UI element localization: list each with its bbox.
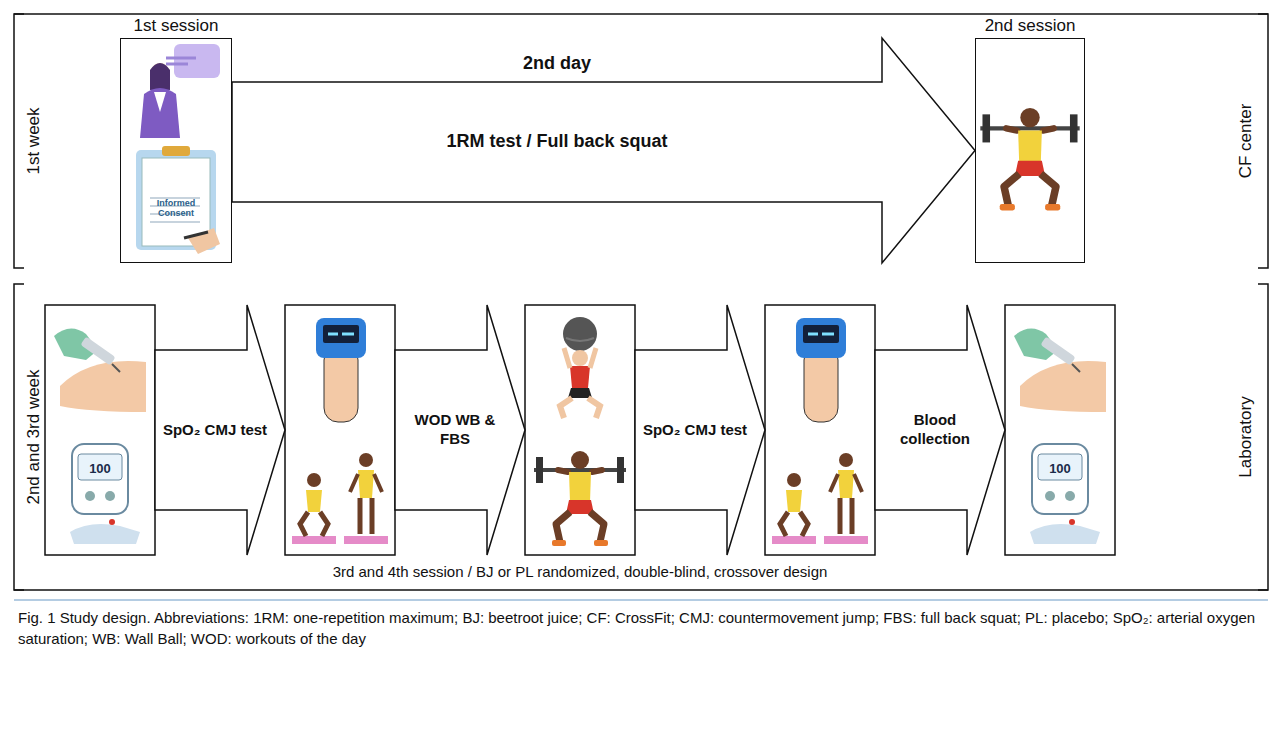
arrow-label: WOD WB & FBS (401, 411, 509, 449)
session-heading: 1st session (133, 16, 218, 36)
session-heading: 2nd session (985, 16, 1076, 36)
arrow-label: SpO₂ CMJ test (161, 421, 269, 440)
picture-box (1005, 305, 1115, 555)
syringe-icon (1014, 328, 1106, 412)
session-note: 3rd and 4th session / BJ or PL randomize… (329, 563, 832, 580)
glucometer-reading: 100 (1040, 462, 1080, 477)
arrow-shape: Blood collection (875, 305, 1005, 555)
arrow-polygon (395, 305, 525, 555)
arrow-shape: 2nd day 1RM test / Full back squat (232, 38, 975, 263)
arrow-polygon (635, 305, 765, 555)
squat-figure (534, 451, 626, 546)
arrow-label: SpO₂ CMJ test (641, 421, 749, 440)
caption-rule (14, 599, 1268, 601)
jump-figures (772, 453, 868, 544)
syringe-icon (54, 328, 146, 412)
squat-figure (980, 108, 1079, 211)
researcher-figure (140, 44, 220, 138)
picture-box (525, 305, 635, 555)
period-label: 2nd and 3rd week (24, 369, 44, 504)
oximeter-icon (316, 318, 366, 422)
arrow-polygon (155, 305, 285, 555)
place-label: Laboratory (1236, 396, 1256, 477)
jump-figures (292, 453, 388, 544)
oximeter-icon (796, 318, 846, 422)
glucometer-icon (1030, 444, 1100, 544)
picture-box (285, 305, 395, 555)
picture-box (45, 305, 155, 555)
arrow-shape: SpO₂ CMJ test (635, 305, 765, 555)
wall-ball-figure (560, 317, 600, 418)
arrow-label: Blood collection (881, 411, 989, 449)
arrow-note: 2nd day (523, 52, 591, 75)
arrow-polygon (875, 305, 1005, 555)
glucometer-reading: 100 (80, 462, 120, 477)
picture-box: 2nd session (975, 38, 1085, 263)
arrow-shape: SpO₂ CMJ test (155, 305, 285, 555)
picture-box: 1st session (120, 38, 232, 263)
bracket-bottom (14, 284, 1268, 590)
clipboard-title: Informed Consent (142, 198, 210, 219)
arrow-shape: WOD WB & FBS (395, 305, 525, 555)
place-label: CF center (1236, 104, 1256, 179)
period-label: 1st week (24, 107, 44, 174)
arrow-label: 1RM test / Full back squat (446, 130, 667, 153)
bracket-top (14, 14, 1268, 268)
picture-box (765, 305, 875, 555)
arrow-polygon (232, 38, 975, 263)
glucometer-icon (70, 444, 140, 544)
figure-caption: Fig. 1 Study design. Abbreviations: 1RM:… (18, 607, 1262, 649)
consent-clipboard (136, 146, 220, 254)
